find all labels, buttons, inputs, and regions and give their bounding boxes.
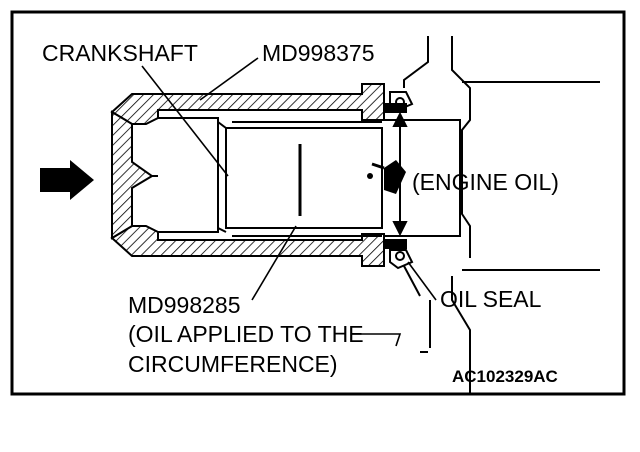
- installer-tool-section: [110, 83, 385, 267]
- installer-cavity: [152, 117, 219, 233]
- guide-tool: [217, 121, 383, 237]
- leader-lines: [141, 57, 437, 347]
- label-engine-oil: (ENGINE OIL): [412, 169, 559, 195]
- label-crankshaft: CRANKSHAFT: [42, 40, 198, 66]
- engine-housing: [403, 36, 600, 394]
- label-oil-seal: OIL SEAL: [440, 286, 542, 312]
- oil-can-icon: [367, 160, 406, 194]
- label-oil-note-line2: CIRCUMFERENCE): [128, 351, 338, 377]
- label-installer-tool: MD998375: [262, 40, 375, 66]
- arrow-right-icon: [40, 160, 94, 200]
- label-guide-tool: MD998285: [128, 292, 241, 318]
- label-oil-note-line1: (OIL APPLIED TO THE: [128, 321, 364, 347]
- oil-seal-section: [385, 91, 414, 270]
- figure-code: AC102329AC: [452, 367, 558, 386]
- diagram-border: [10, 10, 626, 396]
